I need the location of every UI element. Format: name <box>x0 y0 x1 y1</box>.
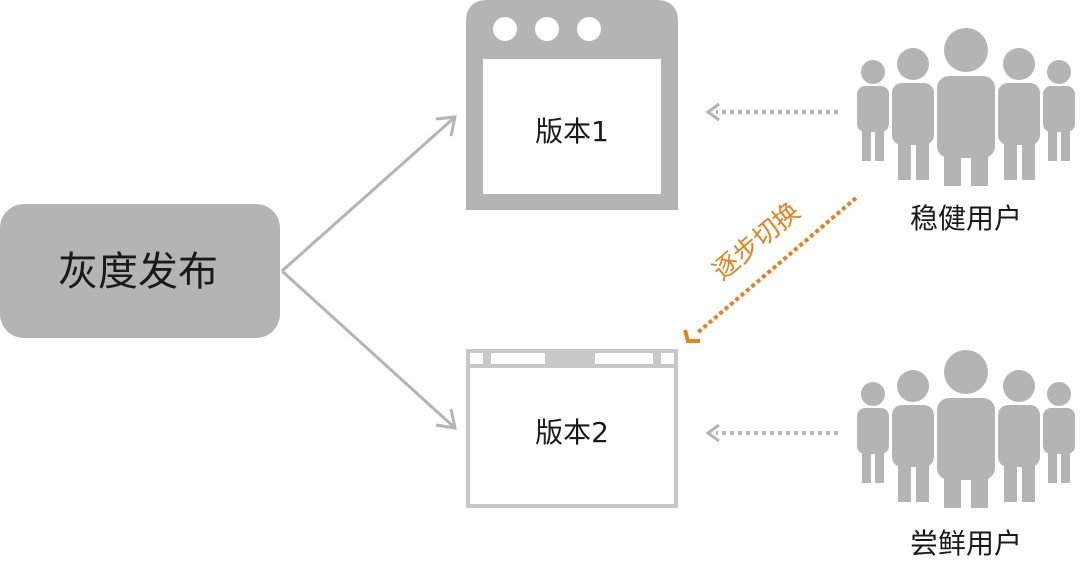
stable-users-arrow-head <box>705 102 720 122</box>
stable-users-label: 稳健用户 <box>910 202 1022 235</box>
canary-release-label: 灰度发布 <box>58 249 218 295</box>
gradual-switch-arrow-head <box>683 329 700 343</box>
early-users-group: 尝鲜用户 <box>857 350 1075 560</box>
user-arrows <box>705 102 838 443</box>
arrow-to-version2 <box>280 269 457 430</box>
version2-label: 版本2 <box>535 416 609 449</box>
window-dot-icon <box>493 17 517 41</box>
people-group-icon <box>857 28 1075 186</box>
version1-window: 版本1 <box>466 0 678 210</box>
early-users-label: 尝鲜用户 <box>910 527 1022 560</box>
gradual-switch-arrow: 逐步切换 <box>683 196 858 343</box>
arrow-to-version1-head <box>435 115 457 137</box>
window-dot-icon <box>577 17 601 41</box>
branch-arrows <box>280 115 457 430</box>
canary-release-node: 灰度发布 <box>0 204 280 338</box>
window-dot-icon <box>535 17 559 41</box>
arrow-to-version2-head <box>435 408 457 430</box>
stable-users-group: 稳健用户 <box>857 28 1075 235</box>
version1-label: 版本1 <box>535 115 609 148</box>
version2-window: 版本2 <box>466 349 678 508</box>
early-users-arrow-head <box>705 423 720 443</box>
arrow-to-version1 <box>281 115 456 273</box>
people-group-icon <box>857 350 1075 508</box>
gradual-switch-label: 逐步切换 <box>707 197 806 287</box>
